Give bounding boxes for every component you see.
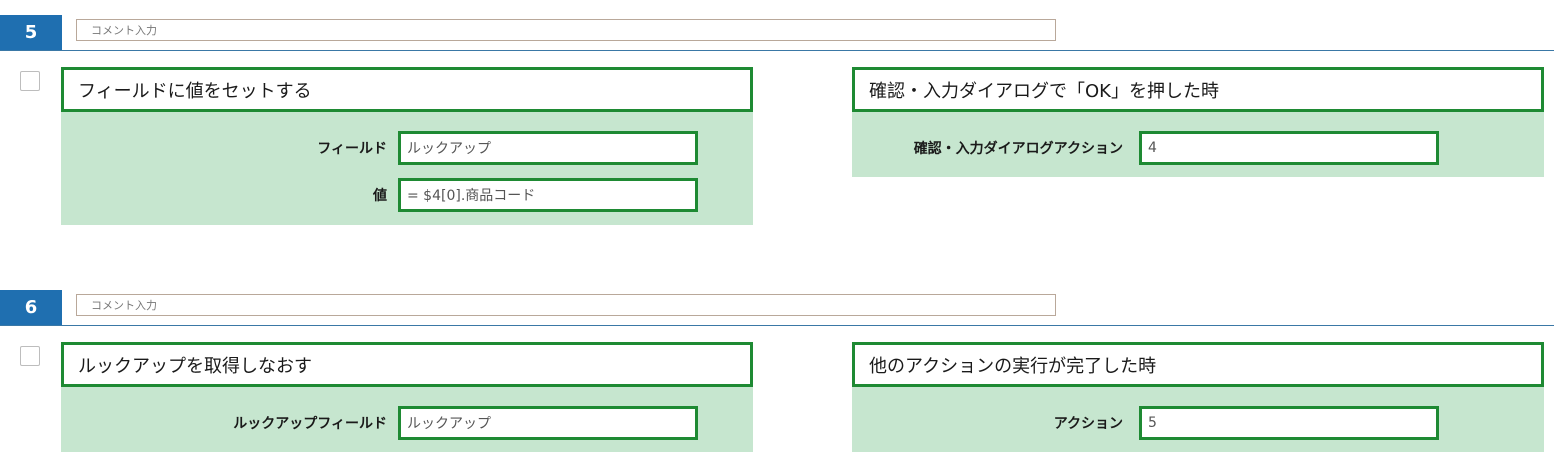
step-header: 5 bbox=[0, 15, 1554, 51]
dialog-action-select[interactable] bbox=[1139, 131, 1439, 165]
trigger-panel: 他のアクションの実行が完了した時 アクション bbox=[852, 342, 1544, 452]
comment-input[interactable] bbox=[76, 19, 1056, 41]
action-panel: ルックアップを取得しなおす ルックアップフィールド bbox=[61, 342, 753, 452]
action-panel: フィールドに値をセットする フィールド 値 bbox=[61, 67, 753, 225]
field-row: 確認・入力ダイアログアクション bbox=[852, 131, 1544, 165]
step-checkbox[interactable] bbox=[20, 71, 40, 91]
action-title[interactable]: フィールドに値をセットする bbox=[61, 67, 753, 112]
step-number-badge: 6 bbox=[0, 290, 62, 325]
action-select[interactable] bbox=[1139, 406, 1439, 440]
field-label: 値 bbox=[373, 188, 387, 204]
trigger-title[interactable]: 他のアクションの実行が完了した時 bbox=[852, 342, 1544, 387]
action-title[interactable]: ルックアップを取得しなおす bbox=[61, 342, 753, 387]
field-label: フィールド bbox=[317, 141, 387, 157]
field-row: アクション bbox=[852, 406, 1544, 440]
trigger-title[interactable]: 確認・入力ダイアログで「OK」を押した時 bbox=[852, 67, 1544, 112]
step-header: 6 bbox=[0, 290, 1554, 326]
step-number-badge: 5 bbox=[0, 15, 62, 50]
field-label: 確認・入力ダイアログアクション bbox=[913, 141, 1123, 157]
field-row: 値 bbox=[61, 178, 753, 212]
field-row: フィールド bbox=[61, 131, 753, 165]
field-select[interactable] bbox=[398, 131, 698, 165]
step-checkbox[interactable] bbox=[20, 346, 40, 366]
comment-input[interactable] bbox=[76, 294, 1056, 316]
field-row: ルックアップフィールド bbox=[61, 406, 753, 440]
field-label: ルックアップフィールド bbox=[233, 416, 387, 432]
lookup-field-select[interactable] bbox=[398, 406, 698, 440]
trigger-panel: 確認・入力ダイアログで「OK」を押した時 確認・入力ダイアログアクション bbox=[852, 67, 1544, 177]
value-input[interactable] bbox=[398, 178, 698, 212]
field-label: アクション bbox=[1053, 416, 1123, 432]
